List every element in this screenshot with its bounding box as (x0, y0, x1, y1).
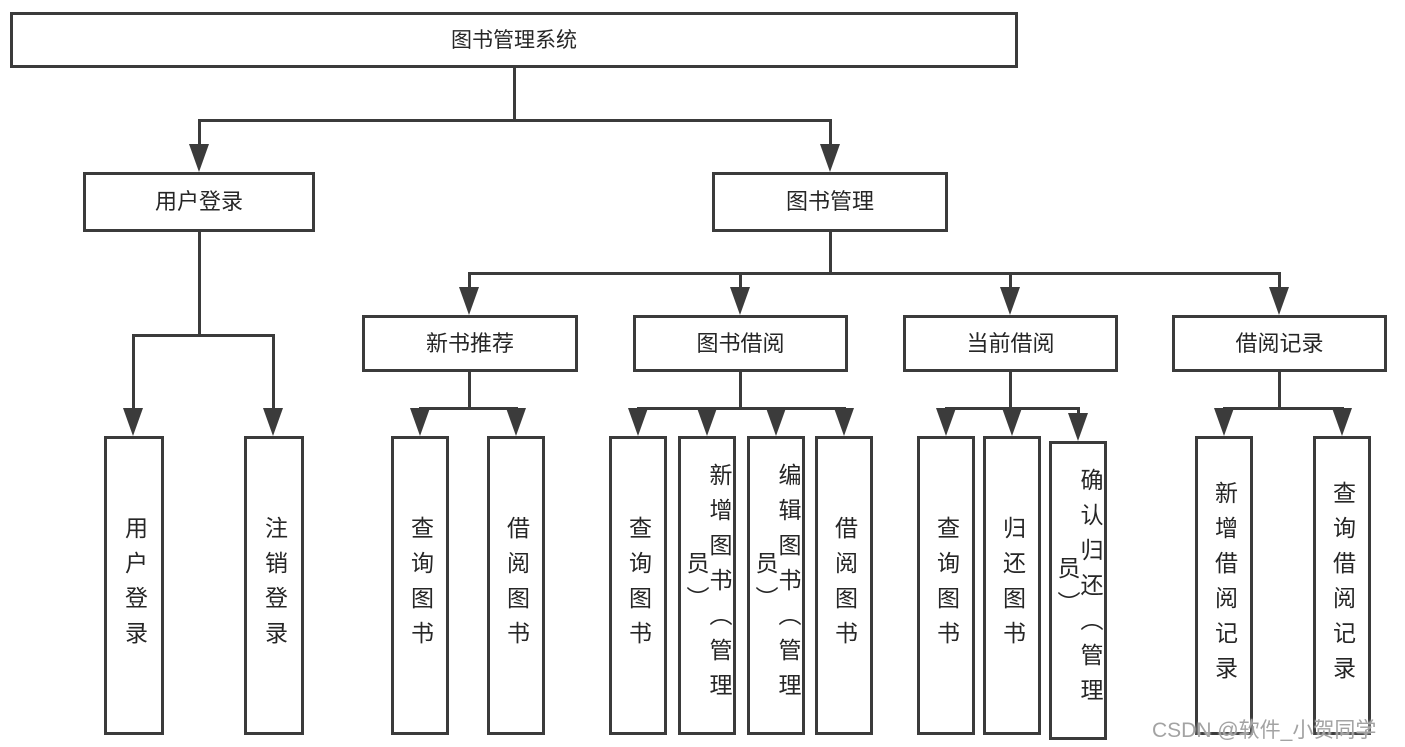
arrowhead-to-query-books-borrow (628, 408, 648, 436)
leaf-query-books-borrow: 查询图书 (609, 436, 667, 735)
arrowhead-to-add-borrow-record (1214, 408, 1234, 436)
leaf-query-borrow-record: 查询借阅记录 (1313, 436, 1371, 735)
leaf-confirm-return-admin: 确认归还（管理员） (1049, 441, 1107, 740)
arrowhead-to-query-books-rec (410, 408, 430, 436)
connector-login-hline (132, 334, 275, 337)
node-user-login-group: 用户登录 (83, 172, 315, 232)
connector-current-drop-3 (1077, 407, 1080, 417)
arrowhead-to-book-borrowing (730, 287, 750, 315)
leaf-return-book: 归还图书 (983, 436, 1041, 735)
connector-mgmt-trunk (829, 232, 832, 274)
arrowhead-to-edit-book (766, 408, 786, 436)
node-book-management: 图书管理 (712, 172, 948, 232)
leaf-query-books-current: 查询图书 (917, 436, 975, 735)
leaf-query-books-rec: 查询图书 (391, 436, 449, 735)
connector-borrow-hline (637, 407, 846, 410)
connector-mgmt-drop-4 (1278, 272, 1281, 292)
leaf-edit-book-admin: 编辑图书（管理员） (747, 436, 805, 735)
connector-rec-hline (419, 407, 518, 410)
connector-login-trunk (198, 232, 201, 336)
arrowhead-to-return-book (1002, 408, 1022, 436)
arrowhead-to-book-management (820, 144, 840, 172)
connector-root-trunk (513, 68, 516, 121)
node-borrowing-records: 借阅记录 (1172, 315, 1387, 372)
node-current-borrowing: 当前借阅 (903, 315, 1118, 372)
arrowhead-to-leaf-user-login (123, 408, 143, 436)
leaf-borrow-books-rec: 借阅图书 (487, 436, 545, 735)
watermark-text: CSDN @软件_小贺同学 (1152, 719, 1377, 742)
connector-rec-trunk (468, 372, 471, 409)
node-new-book-recommend: 新书推荐 (362, 315, 578, 372)
leaf-user-login: 用户登录 (104, 436, 164, 735)
arrowhead-to-leaf-logout (263, 408, 283, 436)
node-library-management-system: 图书管理系统 (10, 12, 1018, 68)
arrowhead-to-confirm-return (1068, 413, 1088, 441)
arrowhead-to-user-login-group (189, 144, 209, 172)
leaf-add-borrow-record: 新增借阅记录 (1195, 436, 1253, 735)
arrowhead-to-add-book (697, 408, 717, 436)
connector-login-drop-1 (132, 334, 135, 412)
connector-root-drop-right (829, 119, 832, 151)
connector-mgmt-drop-3 (1009, 272, 1012, 292)
connector-borrow-trunk (739, 372, 742, 409)
connector-root-drop-left (198, 119, 201, 151)
connector-root-hline (198, 119, 832, 122)
connector-current-trunk (1009, 372, 1012, 409)
leaf-logout-login: 注销登录 (244, 436, 304, 735)
arrowhead-to-borrowing-records (1269, 287, 1289, 315)
arrowhead-to-new-book-recommend (459, 287, 479, 315)
connector-mgmt-drop-1 (468, 272, 471, 292)
arrowhead-to-query-borrow-record (1332, 408, 1352, 436)
arrowhead-to-current-borrowing (1000, 287, 1020, 315)
connector-records-hline (1223, 407, 1344, 410)
arrowhead-to-borrow-books-2 (834, 408, 854, 436)
arrowhead-to-query-books-current (936, 408, 956, 436)
connector-login-drop-2 (272, 334, 275, 412)
node-book-borrowing: 图书借阅 (633, 315, 848, 372)
connector-records-trunk (1278, 372, 1281, 409)
leaf-add-book-admin: 新增图书（管理员） (678, 436, 736, 735)
connector-mgmt-hline (468, 272, 1281, 275)
arrowhead-to-borrow-books-rec (506, 408, 526, 436)
leaf-borrow-books-2: 借阅图书 (815, 436, 873, 735)
connector-mgmt-drop-2 (739, 272, 742, 292)
